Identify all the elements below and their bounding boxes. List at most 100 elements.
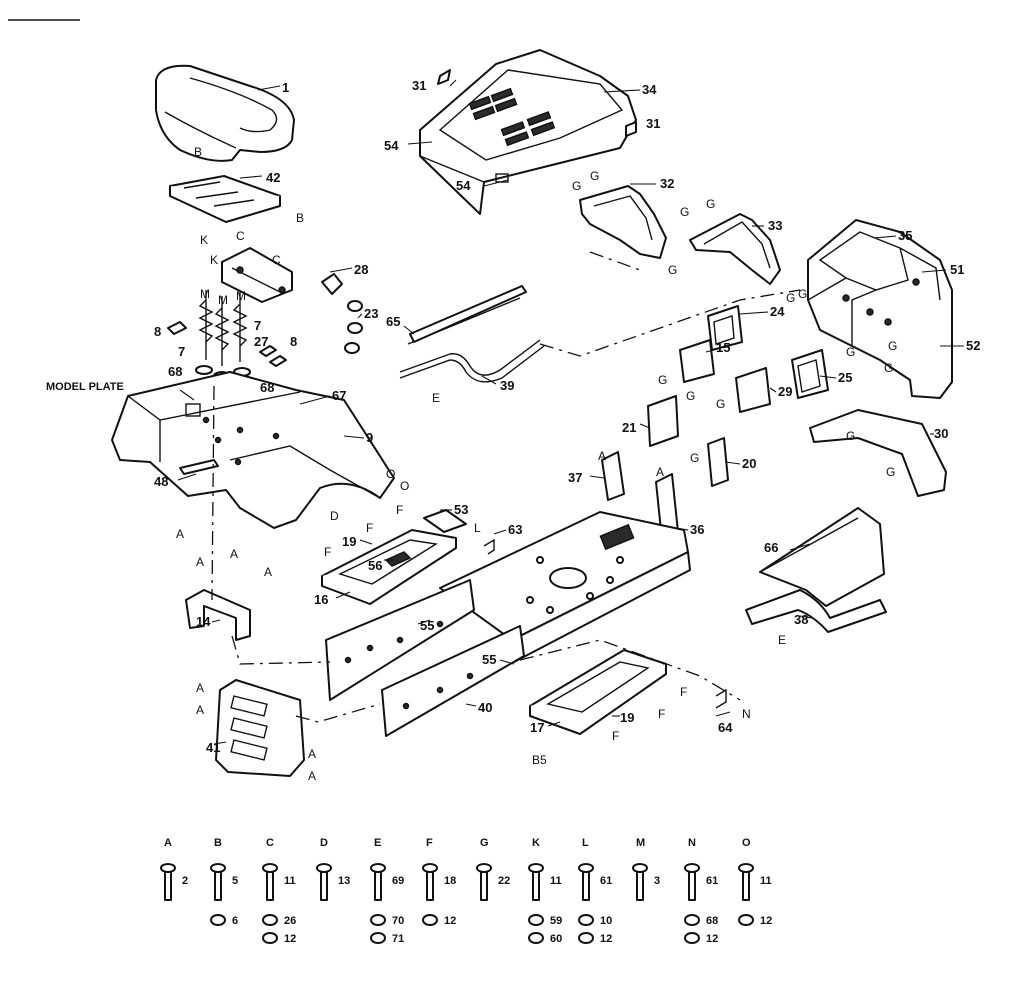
bolt-icon — [160, 863, 176, 901]
rear-panel-part — [215, 679, 305, 777]
callout-letter: G — [690, 451, 699, 465]
callout-letter: E — [432, 391, 440, 405]
bolt-icon — [422, 863, 438, 901]
part-label: 37 — [568, 470, 582, 485]
hook-lower-part — [715, 688, 727, 709]
callout-letter: A — [196, 681, 204, 695]
mower-bracket-part — [745, 589, 887, 633]
callout-letter: D — [330, 509, 339, 523]
callout-letter: G — [798, 287, 807, 301]
callout-letter: K — [200, 233, 208, 247]
part-label: 28 — [354, 262, 368, 277]
hardware-letter: K — [532, 837, 540, 849]
hardware-item-g: G22 — [476, 837, 510, 901]
part-label: 14 — [196, 614, 211, 629]
callout-letter: G — [680, 205, 689, 219]
part-label: 32 — [660, 176, 674, 191]
washer-icon — [684, 914, 700, 926]
callout-letter: G — [846, 429, 855, 443]
callout-letter: G — [846, 345, 855, 359]
bushing-part — [344, 300, 363, 354]
hardware-item-a: A2 — [160, 837, 188, 901]
part-label: 40 — [478, 700, 492, 715]
hardware-letter: B — [214, 837, 222, 849]
part-label: 56 — [368, 558, 382, 573]
part-label: 42 — [266, 170, 280, 185]
washer-icon — [262, 932, 278, 944]
callout-letter: G — [884, 361, 893, 375]
main-frame-part — [439, 511, 691, 663]
hook-part — [483, 538, 495, 555]
part-label: 35 — [898, 228, 912, 243]
callout-letter: L — [474, 521, 481, 535]
frame-bracket-left-part — [601, 451, 625, 501]
lift-rod-part — [399, 339, 545, 383]
callout-letter: G — [706, 197, 715, 211]
hood-part — [419, 49, 637, 215]
callout-letter: F — [366, 521, 373, 535]
frame-rail-left-part — [325, 579, 475, 701]
hardware-item-d: D13 — [316, 837, 350, 901]
part-label: 30 — [934, 426, 948, 441]
hardware-letter: O — [742, 837, 751, 849]
part-label: 7 — [254, 318, 261, 333]
washer-icon — [370, 914, 386, 926]
part-label: 8 — [154, 324, 161, 339]
washer-icon — [738, 914, 754, 926]
hardware-part-number: 3 — [654, 875, 660, 887]
callout-letter: F — [612, 729, 619, 743]
hardware-part-number: 68 — [706, 915, 718, 927]
bolt-icon — [262, 863, 278, 901]
part-label: 23 — [364, 306, 378, 321]
part-label: 65 — [386, 314, 400, 329]
part-label: 31 — [646, 116, 660, 131]
part-label: 39 — [500, 378, 514, 393]
callout-letter: O — [386, 467, 395, 481]
callout-letter: O — [400, 479, 409, 493]
footrest-right-part — [529, 649, 667, 735]
hardware-letter: D — [320, 837, 328, 849]
hardware-part-number: 22 — [498, 875, 510, 887]
model-plate-label: MODEL PLATE — [46, 381, 124, 393]
hardware-letter: N — [688, 837, 696, 849]
bolt-icon — [476, 863, 492, 901]
bumper-pad-part — [707, 305, 743, 351]
callout-letters: B B K K C C M M M A A A A A A A A A A D … — [176, 145, 897, 783]
footrest-left-part — [321, 529, 457, 605]
callout-letter: A — [196, 555, 204, 569]
part-label: 48 — [154, 474, 168, 489]
hardware-item-b: B56 — [210, 837, 238, 927]
part-label: 34 — [642, 82, 657, 97]
leader-lines — [177, 79, 964, 745]
callout-letter: F — [658, 707, 665, 721]
hardware-letter: C — [266, 837, 274, 849]
frame-rail-right-part — [381, 625, 525, 737]
part-label: 36 — [690, 522, 704, 537]
callout-letter: A — [176, 527, 184, 541]
callout-letter: F — [680, 685, 687, 699]
callout-letter: A — [264, 565, 272, 579]
part-label: 63 — [508, 522, 522, 537]
callout-letter: G — [888, 339, 897, 353]
part-label: 20 — [742, 456, 756, 471]
bolt-icon — [632, 863, 648, 901]
part-label: 9 — [366, 430, 373, 445]
part-label: 31 — [412, 78, 426, 93]
hardware-part-number: 12 — [706, 933, 718, 945]
hardware-part-number: 10 — [600, 915, 612, 927]
callout-letter: M — [218, 293, 228, 307]
mount-plate-part — [679, 339, 715, 383]
bolt-icon — [316, 863, 332, 901]
callout-letter: G — [590, 169, 599, 183]
bolt-icon — [370, 863, 386, 901]
callout-letter: G — [686, 389, 695, 403]
hardware-part-number: 61 — [600, 875, 612, 887]
bolt-icon — [684, 863, 700, 901]
hardware-letter: F — [426, 837, 433, 849]
hardware-letter: L — [582, 837, 589, 849]
part-label: 68 — [168, 364, 182, 379]
